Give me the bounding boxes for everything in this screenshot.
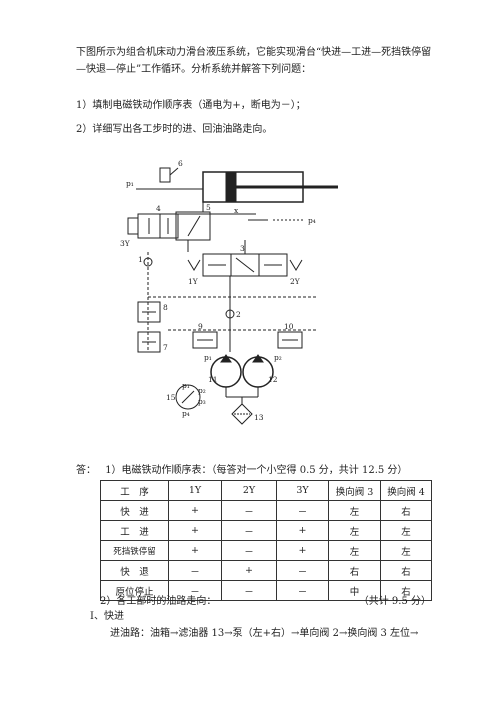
table-cell: － bbox=[221, 500, 277, 521]
pressure-gauge-15 bbox=[175, 384, 201, 410]
oil-route-heading: 2）各工部时的油路走向： （共计 9.5 分） bbox=[100, 592, 431, 607]
table-header-cell: 换向阀 4 bbox=[380, 480, 432, 501]
label-11: 11 bbox=[208, 375, 218, 384]
table-header-cell: 1Y bbox=[168, 480, 222, 501]
table-cell: 右 bbox=[380, 500, 432, 521]
spring-1y bbox=[187, 259, 201, 271]
table-row: 死挡铁停留 + － + 左 左 bbox=[100, 540, 432, 561]
check-valve-2 bbox=[225, 309, 235, 319]
table-cell: + bbox=[168, 540, 222, 561]
label-5: 5 bbox=[206, 203, 211, 212]
label-3: 3 bbox=[240, 244, 245, 253]
table-cell: 快 进 bbox=[100, 500, 169, 521]
table-row: 原位停止 － － － 中 右 bbox=[100, 580, 432, 601]
table-cell: － bbox=[276, 500, 329, 521]
label-7: 7 bbox=[163, 343, 168, 352]
table-cell: － bbox=[221, 540, 277, 561]
table-cell: 左 bbox=[328, 500, 381, 521]
valve-10 bbox=[277, 331, 303, 349]
hydraulic-circuit-diagram: p₁ 6 x p₄ 4 5 3Y 3 1Y 2Y 1 8 7 9 10 2 p₁… bbox=[120, 159, 338, 425]
table-cell: 左 bbox=[380, 520, 432, 541]
table-header-cell: 工 序 bbox=[100, 480, 169, 501]
label-8: 8 bbox=[163, 303, 168, 312]
label-12: 12 bbox=[268, 375, 278, 384]
table-cell: 右 bbox=[380, 560, 432, 581]
check-valve-1 bbox=[143, 257, 153, 267]
table-cell: 工 进 bbox=[100, 520, 169, 541]
label-pump-p2: p₂ bbox=[274, 353, 282, 362]
label-gauge-p3: p₃ bbox=[198, 397, 206, 406]
label-15: 15 bbox=[166, 393, 176, 402]
label-2y: 2Y bbox=[290, 277, 301, 286]
table-row: 工 进 + － + 左 左 bbox=[100, 520, 432, 541]
table-cell: 左 bbox=[380, 540, 432, 561]
spring-2y bbox=[289, 259, 303, 271]
table-row: 快 进 + － － 左 右 bbox=[100, 500, 432, 521]
table-cell: － bbox=[276, 580, 329, 601]
label-gauge-p4: p₄ bbox=[182, 409, 190, 418]
label-2: 2 bbox=[236, 310, 241, 319]
oil-route-title: 2）各工部时的油路走向： bbox=[100, 596, 217, 607]
table-row: 快 退 － + － 右 右 bbox=[100, 560, 432, 581]
cylinder-piston bbox=[225, 171, 237, 203]
label-1: 1 bbox=[138, 255, 143, 264]
table-header-row: 工 序 1Y 2Y 3Y 换向阀 3 换向阀 4 bbox=[100, 480, 432, 501]
label-3y: 3Y bbox=[120, 239, 131, 248]
label-gauge-p1: p₁ bbox=[182, 381, 190, 390]
label-1y: 1Y bbox=[188, 277, 199, 286]
table-cell: + bbox=[168, 500, 222, 521]
table-cell: 死挡铁停留 bbox=[100, 540, 169, 561]
filter-13 bbox=[231, 403, 253, 425]
problem-statement: 下图所示为组合机床动力滑台液压系统，它能实现滑台“快进—工进—死挡铁停留—快退—… bbox=[76, 47, 432, 75]
answer-q1-text: 1）电磁铁动作顺序表：（每答对一个小空得 0.5 分，共计 12.5 分） bbox=[105, 465, 408, 476]
label-p1: p₁ bbox=[126, 179, 134, 188]
solenoid-3y bbox=[127, 217, 139, 235]
question-1: 1）填制电磁铁动作顺序表（通电为+，断电为－）； bbox=[76, 100, 306, 111]
table-cell: 右 bbox=[328, 560, 381, 581]
inlet-route-text: 进油路：油箱→滤油器 13→泵（左+右）→单向阀 2→换向阀 3 左位→ bbox=[110, 628, 419, 639]
question-2: 2）详细写出各工步时的进、回油油路走向。 bbox=[76, 124, 273, 135]
label-p4: p₄ bbox=[308, 216, 316, 225]
back-pressure-valve-7 bbox=[137, 331, 161, 353]
table-header-cell: 3Y bbox=[276, 480, 329, 501]
label-6: 6 bbox=[178, 159, 183, 168]
table-cell: 快 退 bbox=[100, 560, 169, 581]
label-4: 4 bbox=[156, 204, 161, 213]
label-x: x bbox=[234, 206, 239, 215]
table-cell: + bbox=[276, 520, 329, 541]
sequence-valve-8 bbox=[137, 301, 161, 323]
stop-block-6 bbox=[159, 167, 171, 183]
oil-route-score: （共计 9.5 分） bbox=[358, 596, 431, 607]
table-header-cell: 2Y bbox=[221, 480, 277, 501]
answer-line: 答： 1）电磁铁动作顺序表：（每答对一个小空得 0.5 分，共计 12.5 分） bbox=[76, 461, 407, 476]
table-cell: 左 bbox=[328, 520, 381, 541]
label-pump-p1: p₁ bbox=[204, 353, 212, 362]
solenoid-sequence-table: 工 序 1Y 2Y 3Y 换向阀 3 换向阀 4 快 进 + － － 左 右 工… bbox=[100, 480, 432, 601]
table-cell: + bbox=[168, 520, 222, 541]
valve-9 bbox=[192, 331, 218, 349]
label-10: 10 bbox=[284, 322, 294, 331]
table-cell: + bbox=[276, 540, 329, 561]
table-cell: － bbox=[168, 560, 222, 581]
label-gauge-p2: p₂ bbox=[198, 386, 206, 395]
table-header-cell: 换向阀 3 bbox=[328, 480, 381, 501]
table-cell: 左 bbox=[328, 540, 381, 561]
answer-label: 答： bbox=[76, 465, 96, 476]
table-cell: － bbox=[221, 520, 277, 541]
table-cell: + bbox=[221, 560, 277, 581]
table-cell: 右 bbox=[380, 580, 432, 601]
section-fast-forward: Ⅰ、快进 bbox=[90, 611, 124, 622]
table-cell: － bbox=[276, 560, 329, 581]
throttle-valve-5 bbox=[175, 211, 211, 241]
label-13: 13 bbox=[254, 413, 264, 422]
label-9: 9 bbox=[198, 322, 203, 331]
